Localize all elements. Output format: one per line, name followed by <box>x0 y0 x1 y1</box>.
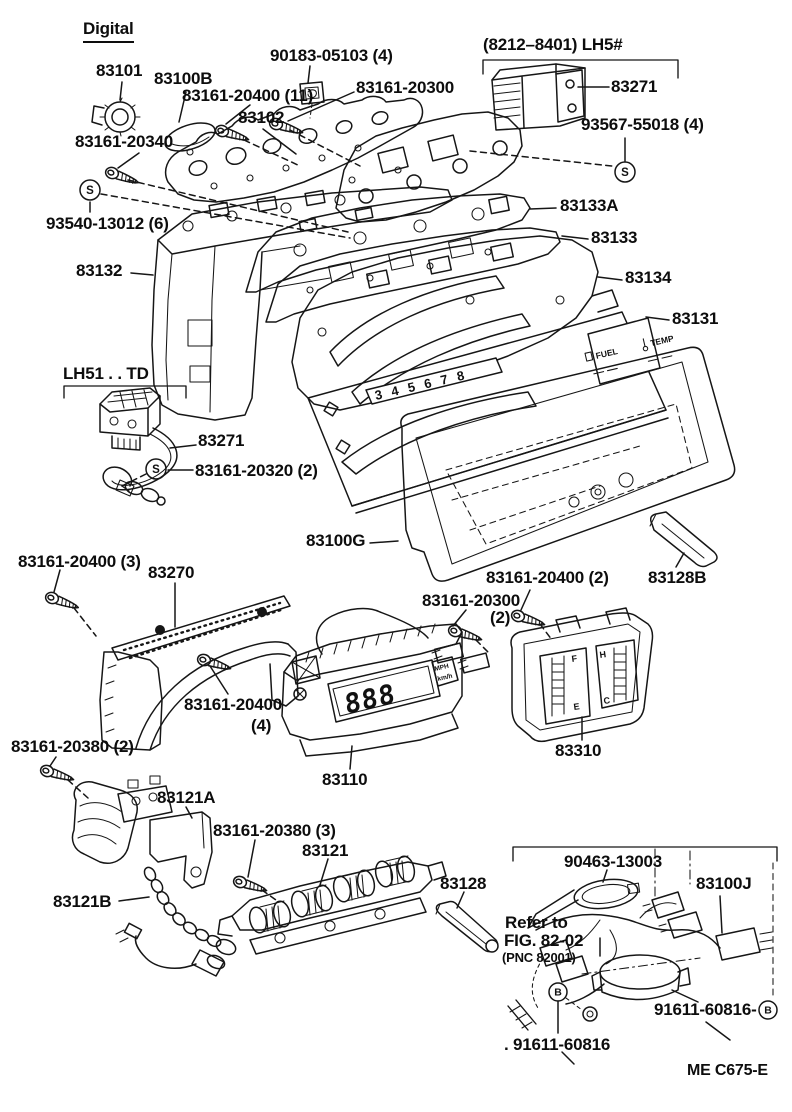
callout-83134: 83134 <box>625 268 672 287</box>
svg-text:B: B <box>764 1005 772 1017</box>
note-refer-line3: (PNC 82001) <box>502 950 576 965</box>
leader-lines <box>49 65 731 1065</box>
arrowhead <box>121 481 131 492</box>
callout-83132: 83132 <box>76 261 123 280</box>
motor-83121A <box>71 775 213 889</box>
note-refer-line1: Refer to <box>505 913 568 932</box>
gauge-empty-label: E <box>573 701 580 712</box>
symbol-s-top: S <box>614 161 636 183</box>
dial-fuel-label: FUEL <box>595 346 619 361</box>
callout-83100B: 83100B <box>154 69 213 88</box>
heading-variant-left: LH51 . . TD <box>63 364 149 383</box>
plate-83133 <box>265 227 561 323</box>
callout-83161-20300-2-count: (2) <box>490 608 511 627</box>
callout-83100G: 83100G <box>306 531 366 550</box>
rear-plate <box>335 111 523 223</box>
case-83132 <box>151 186 453 421</box>
bracket-83270 <box>99 595 299 751</box>
callout-83161-20400-4: 83161-20400 <box>184 695 283 714</box>
callout-83270: 83270 <box>148 563 195 582</box>
symbol-b-left: B <box>548 982 568 1002</box>
callout-90463-13003: 90463-13003 <box>564 852 663 871</box>
heading-variant-top: (8212–8401) LH5# <box>483 35 623 54</box>
callout-83161-20380-2: 83161-20380 (2) <box>11 737 134 756</box>
callout-83121B: 83121B <box>53 892 112 911</box>
note-refer-line2: FIG. 82-02 <box>504 931 584 950</box>
speedometer-83110: 888 MPH km/h <box>281 607 463 757</box>
lamp-case-83121 <box>217 855 447 955</box>
callout-83102: 83102 <box>238 108 285 127</box>
glass-83100G <box>400 346 736 582</box>
dial-scale-numbers: 3 4 5 6 7 8 <box>373 367 468 403</box>
callout-83161-20400-2: 83161-20400 (2) <box>486 568 609 587</box>
harness-83100J <box>507 878 773 1031</box>
callout-83100J: 83100J <box>696 874 752 893</box>
callout-83161-20400-4-count: (4) <box>251 716 272 735</box>
callout-83131: 83131 <box>672 309 719 328</box>
symbol-b-right: B <box>758 1000 778 1020</box>
variant-left-bracket <box>63 385 187 399</box>
relay-83271-top <box>491 63 586 131</box>
callout-83133: 83133 <box>591 228 638 247</box>
callout-90183-05103: 90183-05103 (4) <box>270 46 393 65</box>
callout-83101: 83101 <box>96 61 143 80</box>
plate-83133A <box>245 193 531 293</box>
gauge-hot-label: H <box>599 649 607 660</box>
callout-83310: 83310 <box>555 741 602 760</box>
gasket-83102 <box>164 95 424 203</box>
wire-connectors <box>431 642 491 674</box>
callout-83133A: 83133A <box>560 196 619 215</box>
callout-83161-20400-11: 83161-20400 (11) <box>182 86 314 105</box>
svg-text:S: S <box>86 185 94 197</box>
callout-83121: 83121 <box>302 841 349 860</box>
callout-83161-20380-3: 83161-20380 (3) <box>213 821 336 840</box>
callout-83128B: 83128B <box>648 568 707 587</box>
rod-83128B <box>649 511 718 568</box>
display-unit-mph: MPH <box>434 663 450 673</box>
variant-top-bracket <box>482 59 679 79</box>
gauge-83310: F E H C <box>510 607 654 743</box>
symbol-s-lh51: S <box>145 458 167 480</box>
svg-text:S: S <box>152 464 160 476</box>
heading-digital: Digital <box>83 19 134 44</box>
display-unit-kmh: km/h <box>437 673 453 683</box>
callout-91611-60816: . 91611-60816 <box>504 1035 611 1054</box>
callout-83161-20340: 83161-20340 <box>75 132 174 151</box>
figure-code: ME C675-E <box>687 1062 768 1079</box>
callout-93540-13012: 93540-13012 (6) <box>46 214 169 233</box>
dial-plate-83131: 3 4 5 6 7 8 FUEL TEMP <box>307 311 675 514</box>
lh51-sensor-83271 <box>99 387 178 506</box>
pin-83128 <box>435 900 499 953</box>
callout-83161-20320: 83161-20320 (2) <box>195 461 318 480</box>
symbol-s-left: S <box>79 179 101 201</box>
wire-83121B <box>115 866 237 977</box>
callout-83161-20300-top: 83161-20300 <box>356 78 455 97</box>
callout-83110: 83110 <box>322 770 368 789</box>
callout-83161-20400-3: 83161-20400 (3) <box>18 552 141 571</box>
harness-bracket <box>512 846 778 997</box>
bulb-socket-83101 <box>91 97 141 137</box>
callout-83121A: 83121A <box>157 788 216 807</box>
callout-91611-60816-b: 91611-60816- <box>654 1000 757 1019</box>
callout-83271-left: 83271 <box>198 431 245 450</box>
callout-83128: 83128 <box>440 874 487 893</box>
svg-text:S: S <box>621 167 629 179</box>
callout-83271-top: 83271 <box>611 77 658 96</box>
assembly-dash-lines <box>67 129 613 901</box>
gauge-full-label: F <box>571 653 578 664</box>
housing-83134 <box>291 235 619 411</box>
svg-text:B: B <box>554 987 562 999</box>
callout-83161-20300-2: 83161-20300 <box>422 591 521 610</box>
gauge-cold-label: C <box>603 695 611 706</box>
dial-temp-label: TEMP <box>649 333 675 348</box>
callout-93567-55018: 93567-55018 (4) <box>581 115 704 134</box>
screws <box>38 116 548 897</box>
